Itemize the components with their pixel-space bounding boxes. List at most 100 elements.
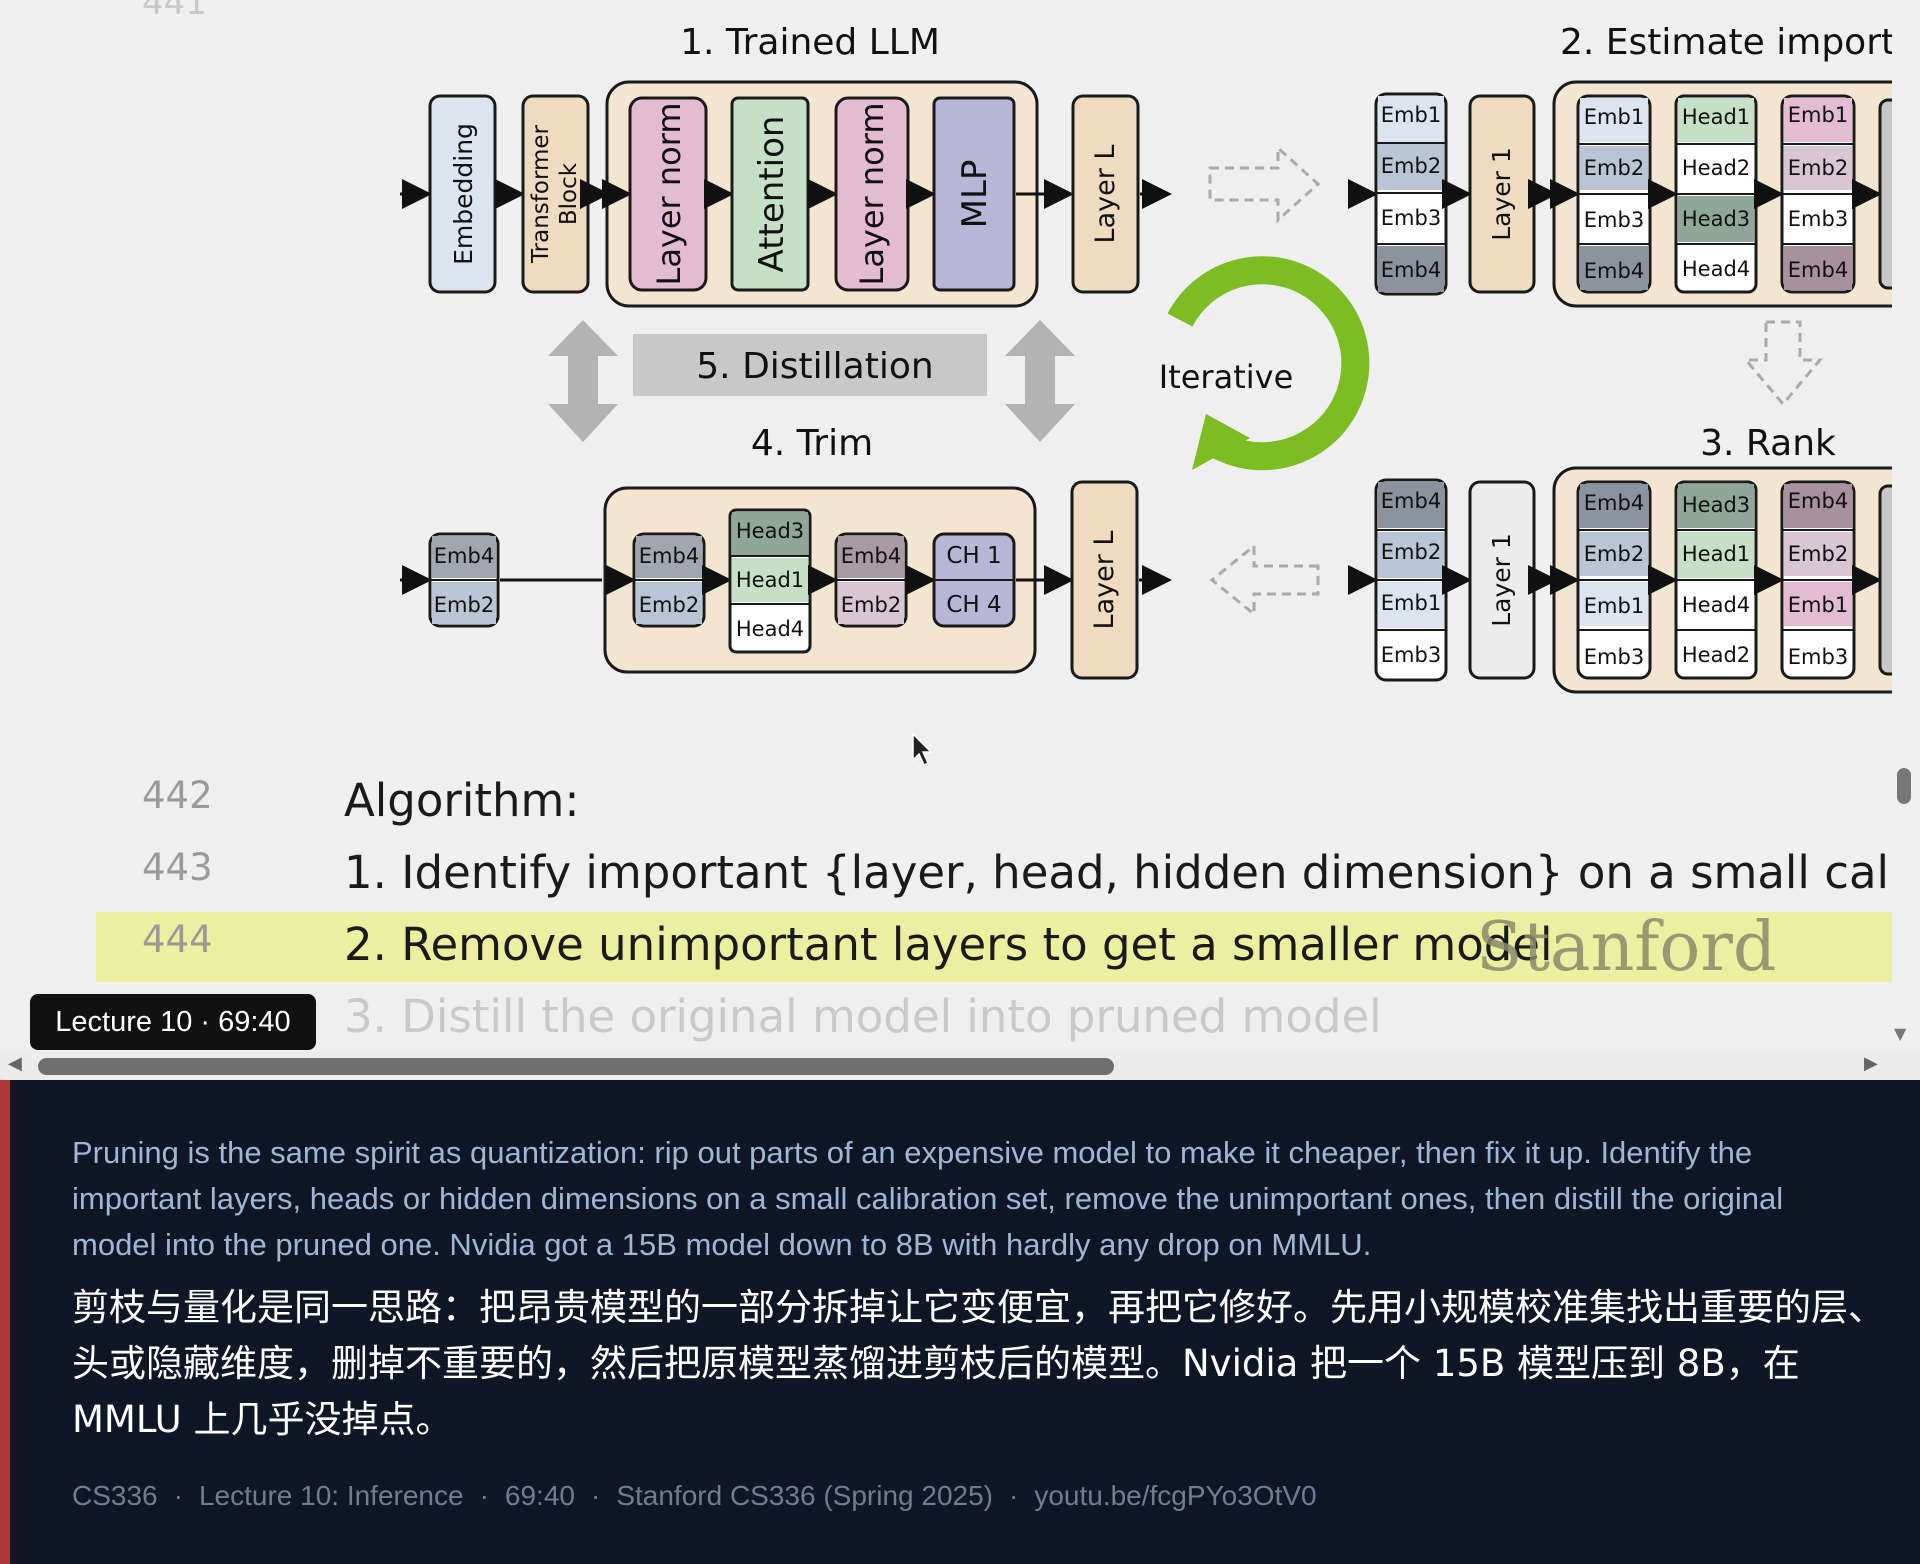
distill-arrow-left <box>548 320 618 442</box>
stanford-watermark: Stanford <box>1476 908 1777 987</box>
scroll-down-arrow-icon[interactable]: ▼ <box>1894 1024 1907 1043</box>
iterative-label: Iterative <box>1159 358 1294 396</box>
estimate-emb-4: Emb4 <box>1381 258 1441 282</box>
estimate-emb-1: Emb1 <box>1381 103 1441 127</box>
iterative-cycle <box>1167 256 1370 471</box>
line-text-algorithm: Algorithm: <box>344 774 580 827</box>
estimate-emb3-1: Emb1 <box>1788 103 1848 127</box>
estimate-emb-column: Emb1 Emb2 Emb3 Emb4 <box>1374 92 1448 296</box>
rank-emb3-4: Emb3 <box>1788 645 1848 669</box>
line-number-443: 443 <box>142 846 213 889</box>
estimate-emb3-4: Emb4 <box>1788 258 1848 282</box>
estimate-emb3-2: Emb2 <box>1788 156 1848 180</box>
trim-emb1-1: Emb4 <box>639 544 699 568</box>
estimate-emb2-2: Emb2 <box>1584 156 1644 180</box>
layer-1-label-bottom: Layer 1 <box>1487 533 1516 627</box>
layer-norm-label-2: Layer norm <box>853 102 891 285</box>
meta-source: Stanford CS336 (Spring 2025) <box>616 1480 993 1511</box>
title-trained-llm: 1. Trained LLM <box>680 22 940 63</box>
line-text-step-3: 3. Distill the original model into prune… <box>344 990 1382 1043</box>
lecture-timestamp-badge: Lecture 10 · 69:40 <box>30 994 316 1050</box>
estimate-emb-column-2: Emb1 Emb2 Emb3 Emb4 <box>1576 94 1652 294</box>
rank-emb3-1: Emb4 <box>1788 489 1848 513</box>
caption-english: Pruning is the same spirit as quantizati… <box>72 1135 1784 1262</box>
trim-head-2: Head1 <box>736 568 804 592</box>
attention-label: Attention <box>752 116 792 273</box>
line-number-442: 442 <box>142 774 213 817</box>
rank-head-4: Head2 <box>1682 643 1750 667</box>
line-number-444: 444 <box>142 918 213 961</box>
dashed-arrow-left <box>1209 542 1320 618</box>
iterative-arrowhead <box>1192 414 1250 470</box>
rank-emb-1: Emb4 <box>1381 489 1441 513</box>
layer-l-block-top <box>1071 94 1140 294</box>
line-text-step-1: 1. Identify important {layer, head, hidd… <box>344 846 1892 899</box>
trim-head-column: Head3 Head1 Head4 <box>728 508 812 654</box>
highlighted-line-bg <box>96 912 1892 982</box>
meta-course: CS336 <box>72 1480 158 1511</box>
caption-chinese: 剪枝与量化是同一思路：把昂贵模型的一部分拆掉让它变便宜，再把它修好。先用小规模校… <box>72 1286 1885 1441</box>
rank-head-1: Head3 <box>1682 493 1750 517</box>
slide-viewer: 441 1. Trained LLM 2. Estimate importa 3… <box>0 0 1920 1080</box>
rank-emb2-3: Emb1 <box>1584 594 1644 618</box>
estimate-head-1: Head1 <box>1682 105 1750 129</box>
embedding-label: Embedding <box>449 123 478 265</box>
rank-emb-2: Emb2 <box>1381 540 1441 564</box>
rank-emb-3: Emb1 <box>1381 591 1441 615</box>
trim-emb-column-1: Emb4 Emb2 <box>632 532 706 628</box>
title-rank: 3. Rank <box>1700 423 1836 464</box>
scroll-right-arrow-icon[interactable]: ▶ <box>1864 1053 1878 1074</box>
rank-head-column: Head3 Head1 Head4 Head2 <box>1674 480 1758 680</box>
horizontal-scrollbar-thumb[interactable] <box>38 1058 1114 1075</box>
mouse-cursor-icon <box>912 733 933 767</box>
layer-l-block-bottom <box>1070 480 1139 680</box>
transformer-label-1: Transformer <box>528 124 554 264</box>
pruning-diagram: 441 1. Trained LLM 2. Estimate importa 3… <box>142 0 1920 740</box>
caption-accent-bar <box>0 1080 10 1564</box>
title-trim: 4. Trim <box>751 423 873 464</box>
trim-emb1-2: Emb2 <box>639 593 699 617</box>
trim-input-emb-2: Emb2 <box>434 593 494 617</box>
title-estimate-importance: 2. Estimate importa <box>1560 22 1917 63</box>
rank-emb2-1: Emb4 <box>1584 491 1644 515</box>
estimate-emb3-3: Emb3 <box>1788 207 1848 231</box>
meta-time: 69:40 <box>504 1480 575 1511</box>
trim-input-emb-1: Emb4 <box>434 544 494 568</box>
layer-l-label-bottom: Layer L <box>1089 531 1120 630</box>
estimate-emb-column-3: Emb1 Emb2 Emb3 Emb4 <box>1780 94 1856 294</box>
line-text-step-2: 2. Remove unimportant layers to get a sm… <box>344 918 1553 971</box>
rank-emb2-2: Emb2 <box>1584 542 1644 566</box>
transformer-label-2: Block <box>556 162 582 225</box>
layer-norm-label-1: Layer norm <box>650 102 688 285</box>
rank-emb3-3: Emb1 <box>1788 593 1848 617</box>
rank-emb3-2: Emb2 <box>1788 542 1848 566</box>
partial-line-number: 441 <box>142 0 207 23</box>
estimate-emb-2: Emb2 <box>1381 154 1441 178</box>
estimate-emb-3: Emb3 <box>1381 206 1441 230</box>
vertical-scrollbar-thumb[interactable] <box>1897 768 1911 804</box>
trim-ch-column: CH 1 CH 4 <box>932 532 1016 628</box>
rank-head-2: Head1 <box>1682 542 1750 566</box>
dashed-arrow-right <box>1208 144 1321 224</box>
layer-l-label-top: Layer L <box>1090 145 1121 244</box>
caption-meta: CS336·Lecture 10: Inference·69:40·Stanfo… <box>72 1480 1317 1511</box>
meta-link[interactable]: youtu.be/fcgPYo3OtV0 <box>1034 1480 1317 1511</box>
trim-head-3: Head4 <box>736 617 804 641</box>
estimate-head-column: Head1 Head2 Head3 Head4 <box>1674 94 1758 294</box>
rank-emb-4: Emb3 <box>1381 643 1441 667</box>
dashed-arrow-down <box>1742 320 1824 407</box>
distillation-label: 5. Distillation <box>696 346 933 387</box>
mlp-label: MLP <box>955 160 995 229</box>
trim-head-1: Head3 <box>736 519 804 543</box>
trim-emb-input: Emb4 Emb2 <box>428 532 500 628</box>
trim-emb2-2: Emb2 <box>841 593 901 617</box>
trim-emb2-1: Emb4 <box>841 544 901 568</box>
estimate-emb2-4: Emb4 <box>1584 259 1644 283</box>
rank-emb2-4: Emb3 <box>1584 645 1644 669</box>
meta-lecture: Lecture 10: Inference <box>198 1480 464 1511</box>
distillation-bar <box>633 334 987 396</box>
scroll-left-arrow-icon[interactable]: ◀ <box>8 1053 22 1074</box>
estimate-head-2: Head2 <box>1682 156 1750 180</box>
rank-emb-column-3: Emb4 Emb2 Emb1 Emb3 <box>1780 480 1856 680</box>
trim-ch-1: CH 1 <box>946 543 1001 569</box>
